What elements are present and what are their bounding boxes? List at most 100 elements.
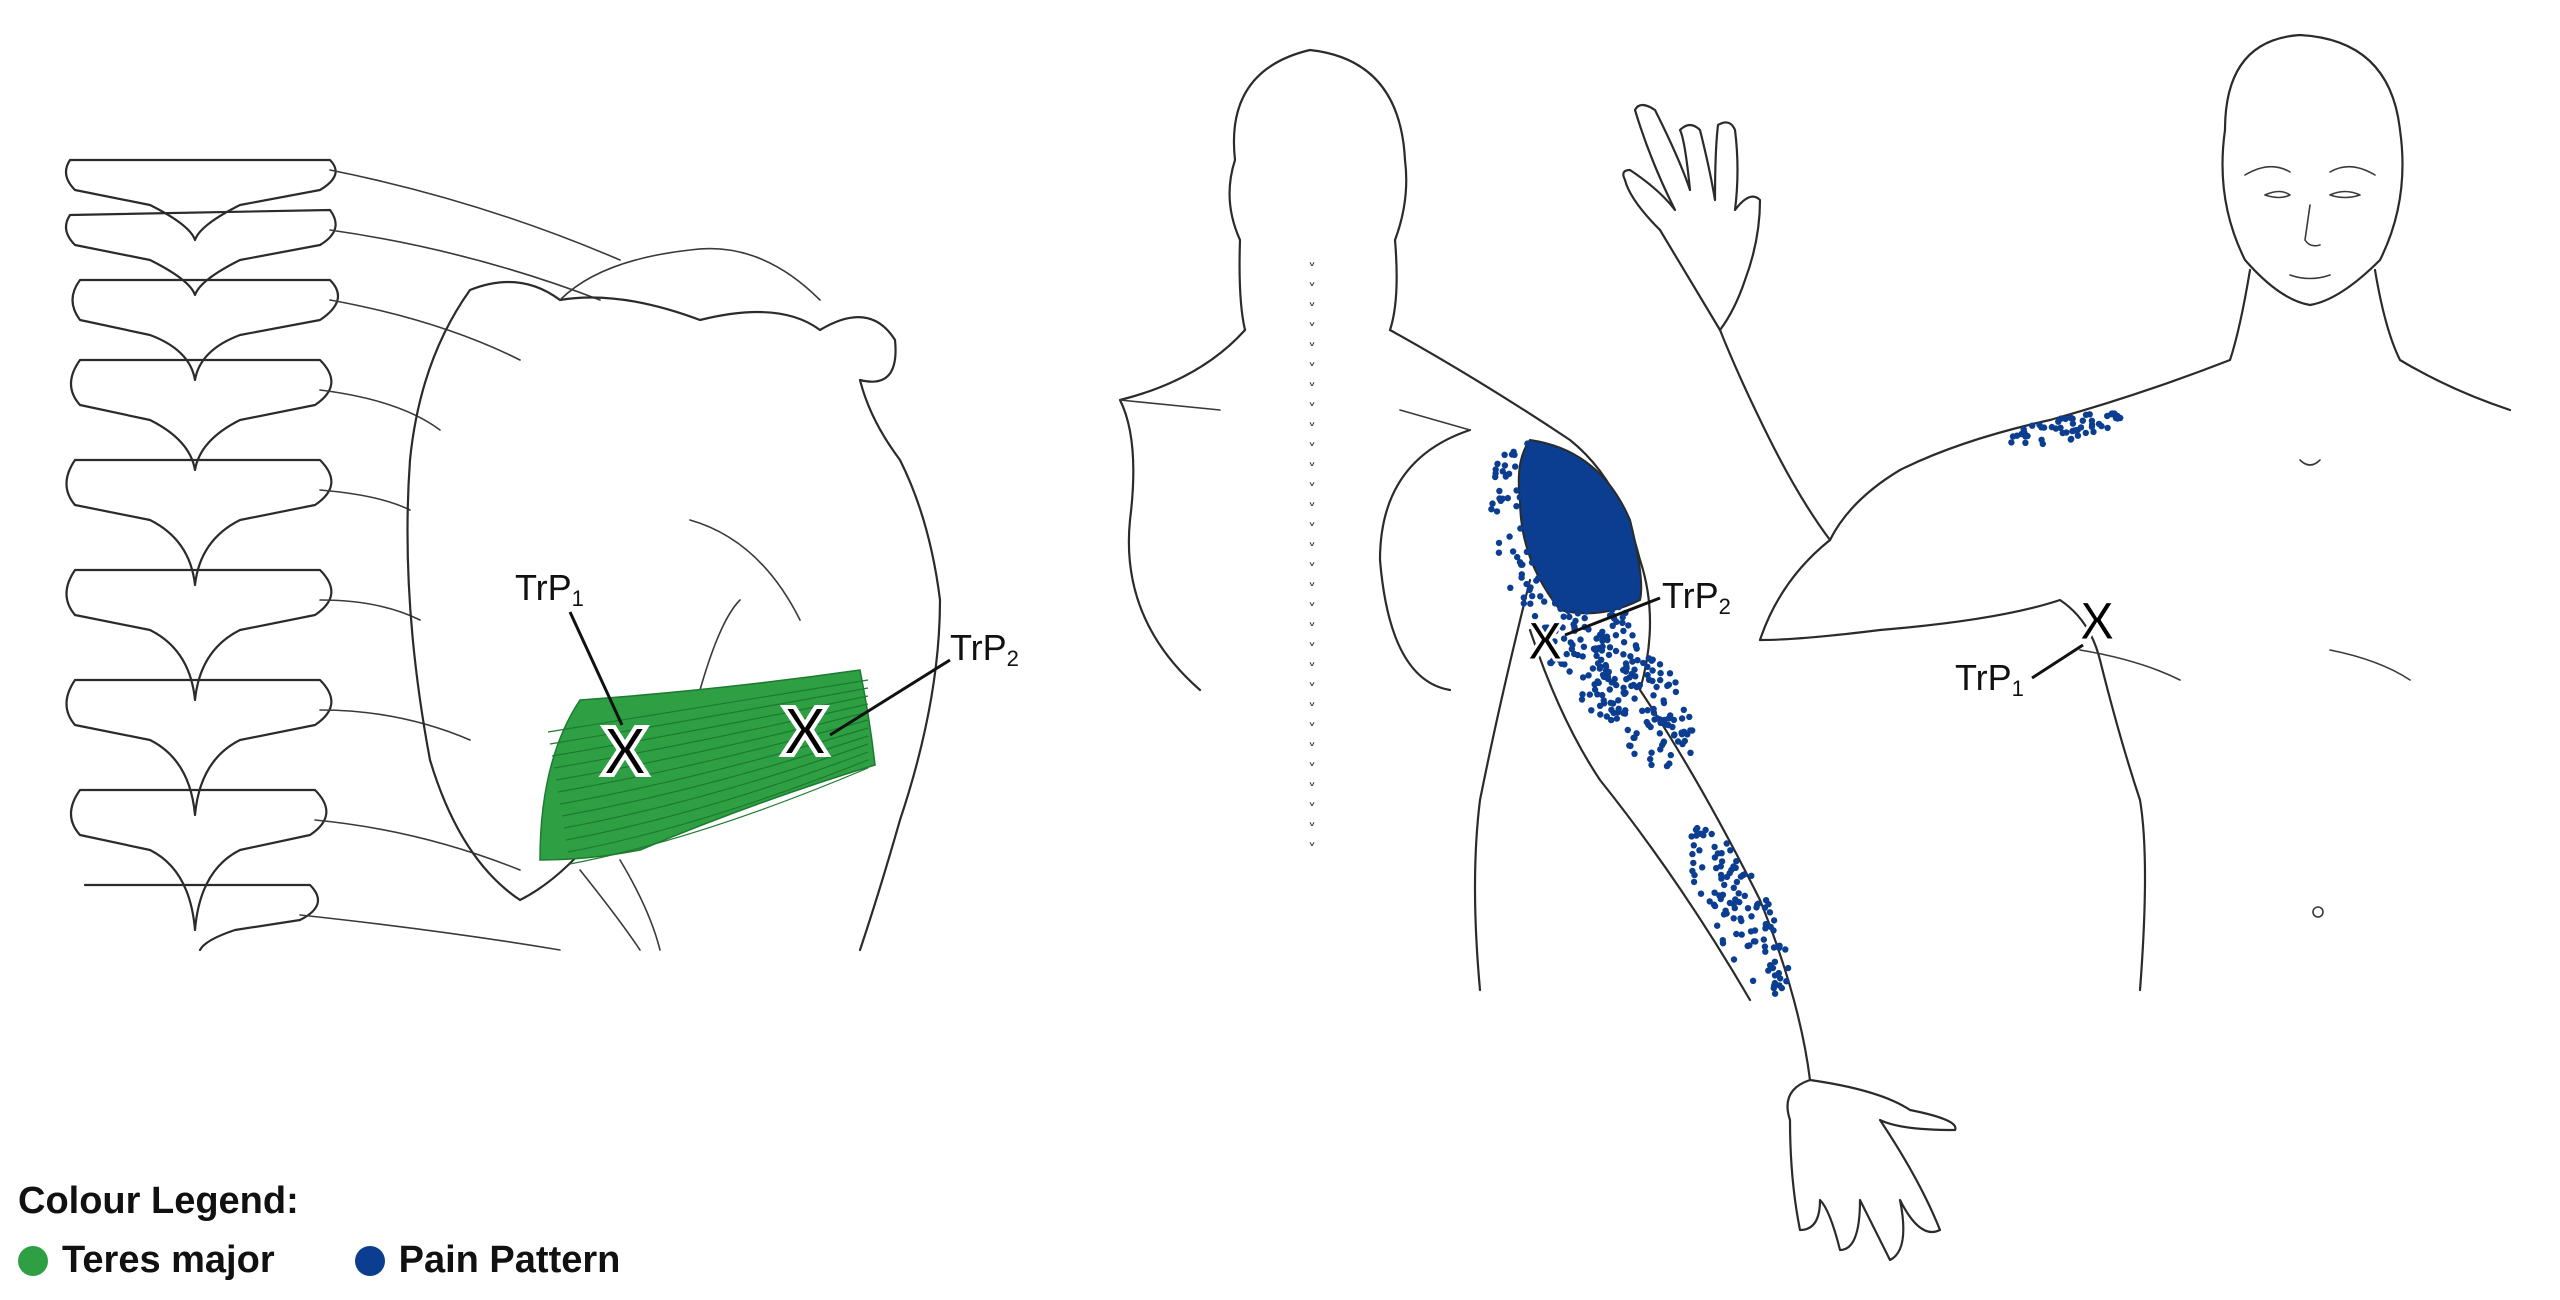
pain-dot [1612, 632, 1620, 639]
pain-dot [1716, 892, 1723, 899]
pain-dot [1606, 553, 1614, 561]
pain-dot [1536, 490, 1543, 497]
pain-dot [1523, 477, 1531, 484]
pain-dot [1589, 564, 1596, 572]
pain-dot [2074, 432, 2082, 439]
pain-dot [1730, 915, 1737, 922]
legend-label-teres-major: Teres major [62, 1239, 275, 1281]
pain-dot [1574, 651, 1582, 659]
pain-dot [1670, 716, 1678, 724]
pain-dot [1494, 460, 1501, 467]
pain-dot [1594, 660, 1602, 667]
pain-dot [2062, 415, 2069, 423]
pain-dot [1511, 451, 1518, 458]
pain-dot [2109, 410, 2116, 417]
pain-dot [1582, 527, 1589, 534]
pain-dot [1664, 682, 1671, 689]
pain-dot [2104, 412, 2111, 420]
pain-dot [1643, 718, 1651, 726]
pain-dot [1557, 605, 1564, 612]
pain-dot [1606, 686, 1614, 693]
pain-dot [1603, 633, 1611, 640]
spine-mark: ˬ [1308, 327, 1316, 346]
pain-dot [1650, 705, 1657, 713]
pain-dot [1771, 990, 1779, 997]
pain-dot [2082, 429, 2089, 437]
pain-dot [1689, 850, 1696, 858]
pain-dot [1576, 545, 1584, 552]
pain-dot [1782, 946, 1789, 953]
pain-dot [1541, 624, 1549, 631]
legend-swatch-teres-major [18, 1245, 48, 1276]
pain-dot [1560, 613, 1567, 620]
muscle-fiber [559, 727, 869, 805]
pain-dot [2038, 436, 2045, 443]
pain-dot [1647, 755, 1654, 763]
pain-dot [1489, 500, 1496, 507]
pain-dot [1678, 715, 1686, 722]
pain-dot [1765, 967, 1772, 974]
spine-mark: ˬ [1308, 687, 1316, 706]
spine-mark: ˬ [1308, 507, 1316, 526]
muscle-fiber [553, 703, 869, 769]
pain-dot [1690, 878, 1698, 886]
spine-mark: ˬ [1308, 467, 1316, 486]
pain-dot [2040, 424, 2048, 431]
muscle-fiber [561, 735, 869, 817]
pain-dot [1600, 581, 1607, 588]
pain-dot [2090, 428, 2097, 436]
pain-dot [1556, 558, 1563, 566]
pain-dot [1602, 663, 1610, 671]
pain-dot [1578, 505, 1586, 513]
ribs [299, 169, 621, 951]
pain-dot [1666, 670, 1674, 677]
pain-dot [1520, 600, 1528, 607]
legend-swatch-pain-pattern [354, 1245, 385, 1276]
pain-dot [1597, 532, 1605, 539]
pain-dot [1738, 931, 1745, 938]
trp2-label-back: TrP2 [1662, 575, 1731, 619]
pain-dot [2022, 439, 2029, 446]
pain-dot [1513, 487, 1520, 494]
pain-dot [1547, 527, 1554, 534]
pain-pattern-back [1488, 438, 1792, 997]
pain-dot [1564, 542, 1571, 549]
spine-mark: ˬ [1308, 607, 1316, 626]
pain-dot [1647, 723, 1654, 731]
spine-mark: ˬ [1308, 447, 1316, 466]
pain-dot [1600, 697, 1607, 704]
pain-dot [1569, 641, 1576, 649]
pain-dot [1776, 942, 1783, 949]
pain-dot [1738, 917, 1745, 925]
pain-dot [1538, 475, 1545, 482]
pain-dot [1680, 706, 1688, 713]
pain-dot [2069, 427, 2076, 435]
pain-dot [1520, 594, 1528, 601]
spine-mark: ˬ [1308, 587, 1316, 606]
pain-dot [1694, 824, 1701, 832]
pain-dot [1649, 677, 1656, 685]
pain-dot [1613, 618, 1620, 625]
spine-mark: ˬ [1308, 827, 1316, 846]
trp2-muscle-marker: X [780, 690, 831, 772]
pain-dot [1783, 978, 1790, 985]
pain-dot [1670, 732, 1678, 739]
pain-dot [1690, 842, 1698, 849]
legend-items: Teres major Pain Pattern [18, 1239, 700, 1282]
trp1-leader-line-front [2031, 643, 2084, 680]
pain-dot [1605, 668, 1613, 676]
pain-dot [1561, 661, 1568, 668]
pain-dot [1544, 480, 1551, 487]
pain-dot [1550, 570, 1557, 578]
pain-dot [1608, 716, 1615, 724]
pain-dot [1622, 660, 1630, 667]
pain-dot [1501, 462, 1509, 469]
pain-dot [1493, 508, 1501, 515]
pain-dot [1752, 938, 1759, 945]
pain-dot [1560, 635, 1568, 642]
pain-dot [1580, 536, 1587, 543]
pain-dots-shoulder [1488, 440, 1696, 770]
pain-dot [1488, 506, 1495, 513]
pain-dot [1723, 840, 1730, 847]
